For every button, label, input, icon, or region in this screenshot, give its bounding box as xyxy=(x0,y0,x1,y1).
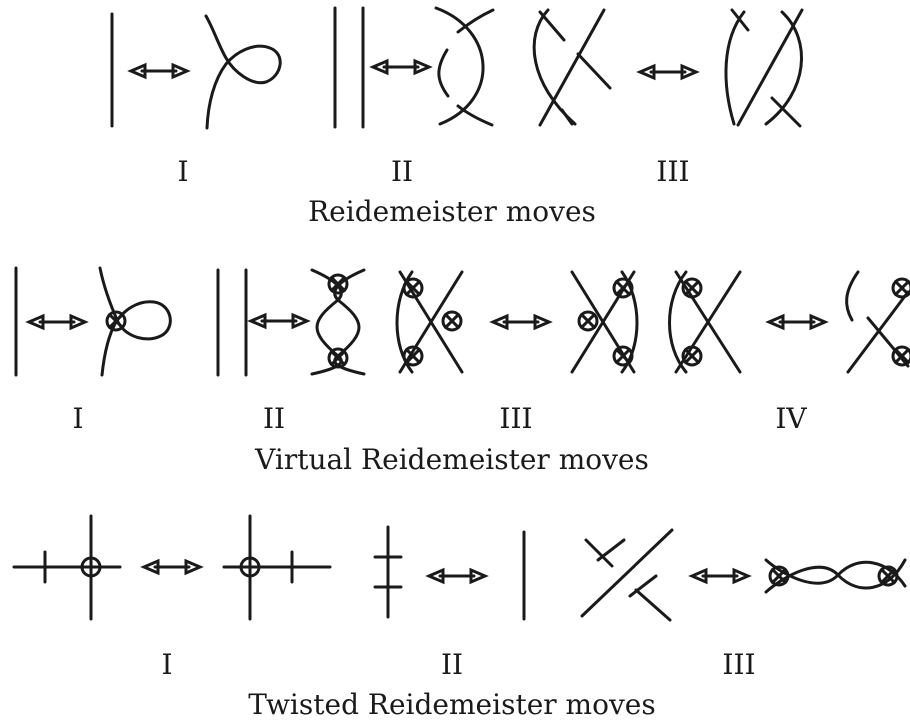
double-arrow xyxy=(249,313,309,329)
twisted-move-II xyxy=(373,525,526,621)
side-strand-tail xyxy=(560,108,574,126)
diagonal-under-bottom xyxy=(634,588,672,622)
virtual-crossing-icon xyxy=(441,310,463,332)
twisted-move-III xyxy=(580,528,907,622)
virtual-crossing-icon xyxy=(891,345,910,367)
move-label-III: III xyxy=(722,648,756,681)
move-label-II: II xyxy=(262,402,286,435)
bar-mark xyxy=(596,538,626,562)
diagonal-under-top xyxy=(584,538,614,568)
virtual-move-IV-right xyxy=(845,270,910,374)
double-arrow xyxy=(27,314,87,330)
virtual-move-I xyxy=(14,266,172,377)
diagonal-over xyxy=(736,8,804,127)
real-strand xyxy=(845,270,860,322)
double-arrow xyxy=(142,559,202,575)
virtual-kink xyxy=(98,266,172,377)
virtual-move-III-left xyxy=(395,270,464,374)
real-strand xyxy=(668,270,688,374)
section-caption-reidemeister: Reidemeister moves xyxy=(308,195,596,228)
bar-mark xyxy=(628,574,658,598)
double-arrow xyxy=(427,568,487,584)
move-label-II: II xyxy=(440,648,464,681)
under-strand-top xyxy=(456,8,495,34)
move-label-III: III xyxy=(499,402,533,435)
move-label-I: I xyxy=(161,648,173,681)
virtual-crossing-icon xyxy=(239,556,261,578)
diagonal-over xyxy=(538,8,606,127)
virtual-crossing-icon xyxy=(327,273,349,295)
diagonal xyxy=(866,316,910,368)
section-caption-twisted: Twisted Reidemeister moves xyxy=(248,688,656,721)
virtual-crossing-icon xyxy=(80,556,102,578)
virtual-move-II xyxy=(216,268,366,377)
diagonal-under-bottom xyxy=(576,52,612,90)
diagonal-virtual xyxy=(674,270,742,374)
double-arrow xyxy=(690,568,750,584)
virtual-crossing-icon xyxy=(891,277,910,299)
under-strand-bottom xyxy=(456,104,494,127)
virtual-move-IV-left xyxy=(668,270,742,374)
move-label-I: I xyxy=(177,155,189,188)
section-caption-virtual: Virtual Reidemeister moves xyxy=(255,443,649,476)
move-label-IV: IV xyxy=(775,402,807,435)
double-arrow xyxy=(371,59,431,75)
virtual-crossing-icon xyxy=(612,345,634,367)
reidemeister-move-III-right xyxy=(724,8,804,128)
virtual-move-III-right xyxy=(570,270,639,374)
over-strand xyxy=(434,6,485,126)
under-strand-middle xyxy=(437,48,450,98)
kink-overstrand xyxy=(204,14,282,130)
twisted-move-I xyxy=(12,514,332,621)
double-arrow xyxy=(129,63,189,79)
reidemeister-move-I xyxy=(110,12,282,130)
diagonal-under-bottom xyxy=(770,96,802,128)
twisted-strand-lower xyxy=(764,558,907,594)
virtual-crossing-icon xyxy=(577,310,599,332)
side-strand xyxy=(764,10,803,126)
reidemeister-move-III-left xyxy=(532,8,612,127)
strand-right xyxy=(333,268,366,376)
double-arrow xyxy=(638,64,698,80)
diagonal-over xyxy=(580,528,674,618)
strand-left xyxy=(310,268,343,376)
left-strand xyxy=(724,10,746,126)
move-label-I: I xyxy=(72,402,84,435)
double-arrow xyxy=(767,314,827,330)
double-arrow xyxy=(491,314,551,330)
reidemeister-move-II xyxy=(333,6,495,129)
move-label-II: II xyxy=(390,155,414,188)
move-label-III: III xyxy=(656,155,690,188)
